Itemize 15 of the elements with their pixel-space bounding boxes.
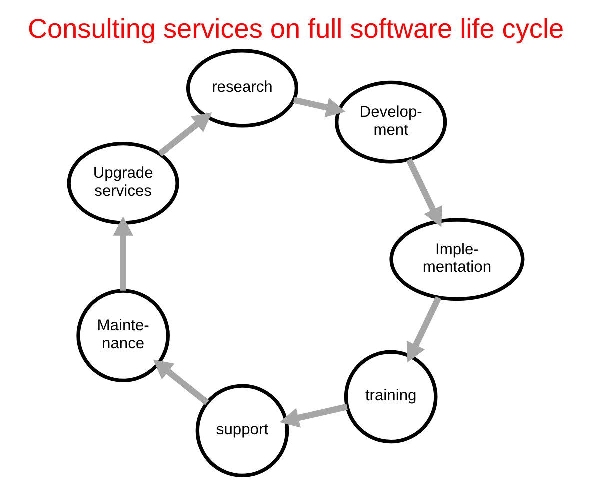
node-circle: training bbox=[344, 350, 438, 444]
node-ellipse: Develop- ment bbox=[334, 80, 447, 164]
arrow bbox=[406, 296, 442, 363]
arrow bbox=[292, 97, 346, 118]
diagram-title: Consulting services on full software life cycle bbox=[27, 13, 564, 44]
node-ellipse: Upgrade services bbox=[66, 142, 179, 225]
node-ellipse: research bbox=[186, 49, 298, 128]
arrow bbox=[406, 158, 442, 228]
node-circle: Mainte- nance bbox=[76, 289, 170, 382]
arrow bbox=[152, 360, 209, 406]
node-ellipse: Imple- mentation bbox=[389, 218, 524, 302]
arrow bbox=[158, 112, 212, 157]
arrow bbox=[279, 404, 348, 428]
node-circle: support bbox=[195, 384, 289, 478]
arrow bbox=[112, 216, 133, 291]
